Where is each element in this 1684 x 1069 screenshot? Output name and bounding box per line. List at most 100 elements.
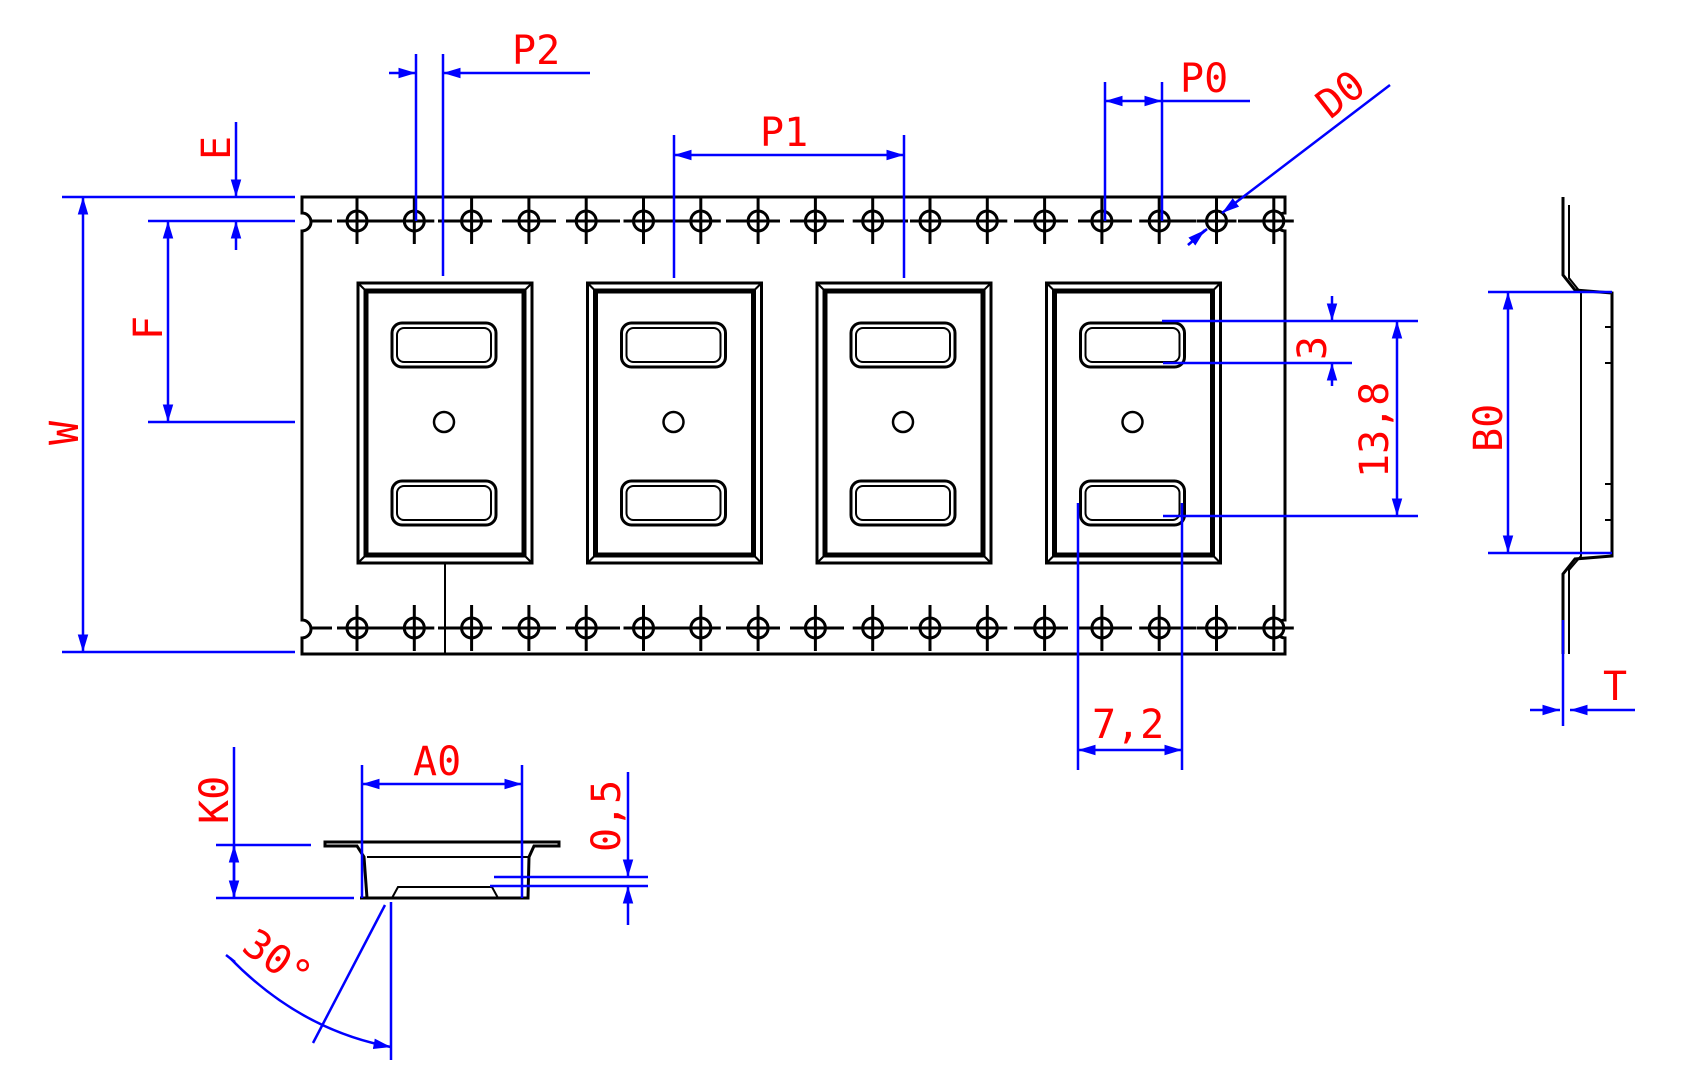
pocket-inner-wall — [363, 288, 527, 558]
side-profile — [1561, 197, 1614, 654]
sprocket-hole — [1024, 198, 1065, 244]
sprocket-hole — [1196, 198, 1237, 244]
sprocket-hole — [1196, 605, 1237, 651]
label-angle: 30° — [234, 921, 320, 1000]
sprocket-hole — [738, 605, 779, 651]
pocket — [356, 281, 534, 565]
pocket-outer-edge — [815, 281, 993, 565]
sprocket-hole — [1081, 605, 1122, 651]
pocket-corner-bevel — [982, 282, 992, 292]
sprocket-hole — [967, 605, 1008, 651]
sprocket-hole — [623, 605, 664, 651]
pocket-pad-outer — [849, 479, 957, 527]
sprocket-hole — [337, 605, 377, 651]
dimension-lines — [62, 54, 1635, 1060]
pocket-pad-outer — [1079, 479, 1186, 527]
pocket-corner-bevel — [752, 554, 763, 564]
sprocket-hole — [394, 605, 435, 651]
sprocket-hole — [1081, 198, 1122, 244]
side-view — [1561, 197, 1614, 654]
sprocket-hole — [451, 605, 492, 651]
pocket-corner-bevel — [523, 554, 533, 564]
label-b0: B0 — [1466, 404, 1512, 452]
sprocket-hole — [623, 198, 664, 244]
pocket-corner-bevel — [982, 554, 992, 564]
pocket-pad-inner — [625, 327, 722, 363]
pocket-pad-inner — [855, 327, 951, 363]
label-f: F — [126, 316, 172, 340]
sprocket-hole — [337, 198, 377, 244]
pocket-center-hole — [1121, 410, 1144, 434]
dimension-labels: P2 P1 P0 D0 E F W 3 13,8 7,2 B0 T A0 K0 … — [42, 28, 1627, 1000]
side-profile-inner — [1568, 205, 1582, 654]
pocket-pad-outer — [390, 321, 498, 369]
d0-leader — [1221, 84, 1391, 214]
angle-arc-start — [225, 954, 236, 963]
pocket-corner-bevel — [752, 282, 763, 292]
pocket-outer-edge — [356, 281, 534, 565]
label-pad-span: 13,8 — [1352, 382, 1398, 478]
pocket-corner-bevel — [1045, 282, 1056, 292]
label-k0: K0 — [192, 776, 238, 824]
sprocket-hole — [1139, 198, 1180, 244]
label-p1: P1 — [760, 110, 808, 156]
sprocket-hole — [795, 198, 836, 244]
pocket-corner-bevel — [586, 554, 597, 564]
sprocket-hole — [508, 605, 549, 651]
sprocket-hole — [566, 198, 607, 244]
label-d0: D0 — [1308, 62, 1374, 128]
label-p0: P0 — [1180, 56, 1228, 102]
pocket-center-hole — [891, 410, 915, 434]
pocket-pad-inner — [396, 485, 492, 521]
angle-arc — [229, 957, 392, 1049]
pocket-pad-inner — [396, 327, 492, 363]
pocket-corner-bevel — [816, 554, 826, 564]
label-e: E — [194, 136, 240, 160]
sprocket-hole — [566, 605, 607, 651]
pocket-corner-bevel — [1211, 554, 1222, 564]
sprocket-hole — [1139, 605, 1180, 651]
pocket-corner-bevel — [523, 282, 533, 292]
sprocket-hole — [451, 198, 492, 244]
sprocket-hole — [1024, 605, 1065, 651]
pocket-pad-outer — [620, 479, 727, 527]
pocket-corner-bevel — [586, 282, 597, 292]
pocket — [586, 281, 763, 565]
pocket-corner-bevel — [357, 282, 367, 292]
pocket-corner-bevel — [1045, 554, 1056, 564]
sprocket-hole — [1253, 198, 1294, 244]
pocket-corner-bevel — [1211, 282, 1222, 292]
sprocket-hole — [910, 605, 950, 651]
label-t: T — [1603, 664, 1627, 710]
pocket-pad-inner — [625, 485, 722, 521]
pocket-pad-outer — [390, 479, 498, 527]
pocket-row — [356, 281, 1222, 565]
cross-section — [323, 840, 561, 900]
sprocket-hole — [394, 198, 435, 244]
angle-extension-slant — [311, 904, 387, 1044]
pocket-pad-inner — [855, 485, 951, 521]
sprocket-hole — [680, 605, 721, 651]
sprocket-hole — [795, 605, 836, 651]
pocket-pad-outer — [1079, 321, 1186, 369]
pocket-floor-boss — [391, 886, 499, 899]
tape-outline — [300, 195, 1287, 656]
pocket-center-hole — [662, 410, 685, 434]
pocket-center-hole — [432, 410, 456, 434]
label-w: W — [42, 420, 88, 445]
pocket-outer-edge — [1045, 281, 1222, 565]
sprocket-hole — [852, 198, 893, 244]
pocket-inner-wall — [822, 288, 986, 558]
pocket-outer-edge — [586, 281, 763, 565]
sprocket-hole — [680, 198, 721, 244]
sprocket-row-bottom — [337, 605, 1294, 651]
pocket-pad-inner — [1084, 327, 1181, 363]
pocket-inner-wall — [593, 288, 756, 558]
top-view — [300, 195, 1294, 656]
label-bottom-step: 0,5 — [584, 780, 630, 852]
pocket-corner-bevel — [357, 554, 367, 564]
pocket — [815, 281, 993, 565]
label-p2: P2 — [512, 28, 560, 74]
label-pad-height: 3 — [1290, 336, 1336, 360]
